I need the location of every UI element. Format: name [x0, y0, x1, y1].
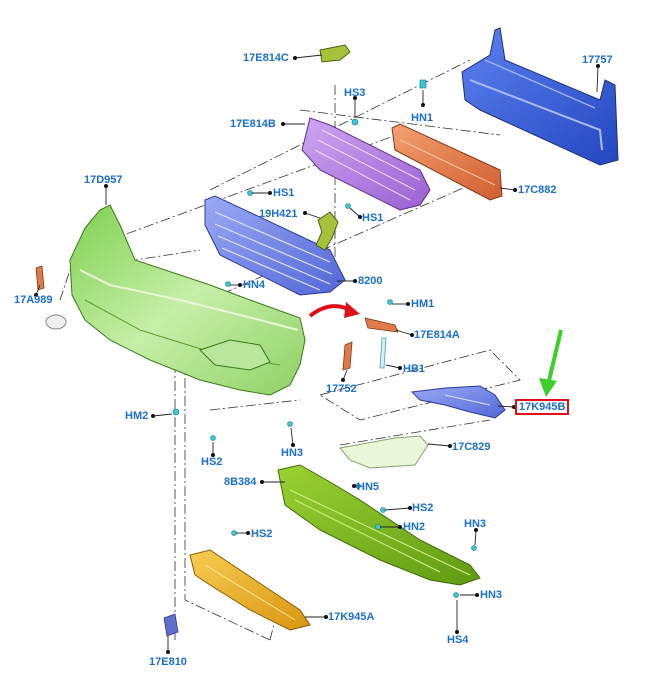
fog-lamp-cover [45, 314, 67, 330]
label-hn3-c: HN3 [480, 589, 503, 601]
label-hs3: HS3 [344, 87, 366, 99]
front-bumper-cover [69, 204, 306, 396]
label-17k945b: 17K945B [515, 399, 570, 415]
skid-plate-17k945a [189, 549, 311, 631]
clip-hb1 [379, 337, 387, 369]
label-17757: 17757 [582, 54, 613, 66]
label-hn5: HN5 [357, 481, 380, 493]
label-hs4: HS4 [447, 634, 469, 646]
label-hn2: HN2 [403, 521, 426, 533]
bracket-17e810 [163, 613, 179, 637]
label-hs2-b: HS2 [412, 502, 434, 514]
label-17e814c: 17E814C [243, 52, 289, 64]
bumper-reinforcement-beam [461, 27, 619, 166]
label-hn1: HN1 [411, 112, 434, 124]
label-hn3-a: HN3 [281, 447, 304, 459]
label-8200: 8200 [358, 275, 383, 287]
deflector-17k945b [410, 385, 506, 419]
bracket-17752 [342, 341, 353, 371]
label-17k945a: 17K945A [328, 611, 375, 623]
fasteners [172, 79, 477, 598]
label-hm1: HM1 [411, 298, 435, 310]
bracket-17e814c [319, 44, 351, 63]
label-hm2: HM2 [125, 410, 149, 422]
label-17a989: 17A989 [14, 294, 53, 306]
bracket-17e814a [364, 317, 399, 333]
red-pointer-arrow [308, 302, 360, 318]
label-hs2-c: HS2 [251, 528, 273, 540]
label-19h421: 19H421 [259, 208, 298, 220]
label-17e814a: 17E814A [414, 329, 460, 341]
label-hs2-a: HS2 [201, 456, 223, 468]
energy-absorber [391, 123, 503, 201]
label-17e814b: 17E814B [230, 118, 276, 130]
radiator-grille [204, 195, 346, 296]
label-17c829: 17C829 [452, 441, 491, 453]
green-pointer-arrow [539, 329, 563, 397]
label-hn3-b: HN3 [464, 518, 487, 530]
trim-17c829 [339, 435, 429, 469]
label-17c882: 17C882 [518, 184, 557, 196]
upper-grille-bracket [301, 117, 431, 211]
leader-dots [34, 56, 600, 654]
side-bracket-17a989 [35, 265, 45, 291]
label-hb1: HB1 [403, 363, 426, 375]
label-17e810: 17E810 [149, 656, 187, 668]
label-17d957: 17D957 [84, 174, 123, 186]
label-8b384: 8B384 [224, 476, 257, 488]
label-hs1-a: HS1 [273, 187, 295, 199]
label-hs1-b: HS1 [362, 212, 384, 224]
label-17752: 17752 [326, 383, 357, 395]
bracket-19h421 [315, 211, 339, 251]
label-hn4: HN4 [243, 279, 266, 291]
